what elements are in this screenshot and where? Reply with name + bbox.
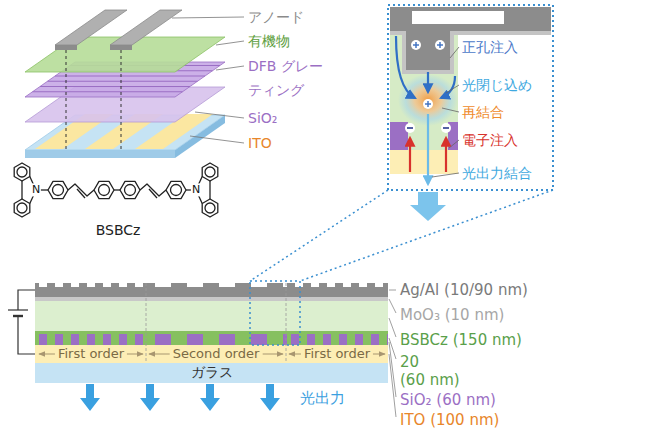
layer-label: Ag/Al (10/90 nm) <box>400 281 528 299</box>
process-label: 正孔注入 <box>462 39 518 56</box>
region-label: First order <box>301 346 373 362</box>
layer-label: SiO₂ <box>248 110 277 127</box>
region-label: First order <box>55 346 127 362</box>
layer-label: ITO (100 nm) <box>400 411 499 429</box>
layer-label: SiO₂ (60 nm) <box>400 391 496 409</box>
layer-label: (60 nm) <box>400 371 460 389</box>
atom-label: N <box>191 183 201 196</box>
band-text: ガラス <box>191 364 233 382</box>
layer-label: ITO <box>248 135 272 152</box>
layer-label: BSBCz (150 nm) <box>400 331 522 349</box>
molecule-name: BSBCz <box>96 222 141 239</box>
process-label: 再結合 <box>462 104 504 121</box>
layer-label: DFB グレーティング <box>248 54 332 102</box>
layer-label: アノード <box>248 9 304 26</box>
substrate-band: ガラス <box>35 363 388 383</box>
layer-label: 有機物 <box>248 33 290 50</box>
layer-label: 20 <box>400 353 419 371</box>
output-label: 光出力 <box>300 389 345 407</box>
layer-label: MoO₃ (10 nm) <box>400 306 504 324</box>
process-label: 電子注入 <box>462 132 518 149</box>
atom-label: N <box>31 183 41 196</box>
process-label: 光出力結合 <box>462 165 532 182</box>
region-label: Second order <box>170 346 263 362</box>
process-label: 光閉じ込め <box>462 77 532 94</box>
